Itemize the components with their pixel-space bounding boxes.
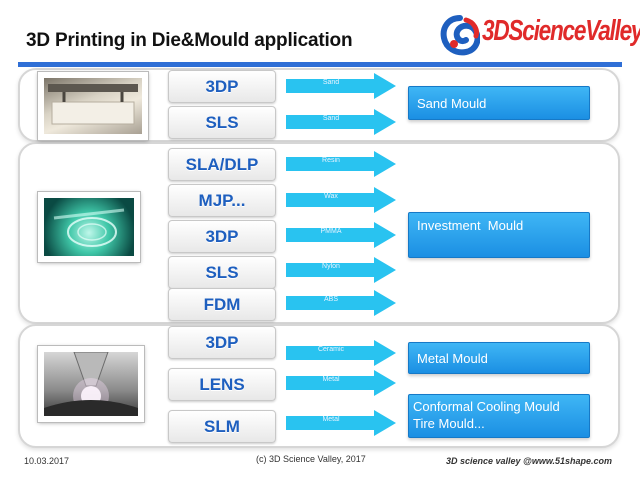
- right-arrow-icon: [286, 187, 396, 213]
- tech-3dp-sand[interactable]: 3DP: [168, 70, 276, 103]
- arrow-abs: ABS: [286, 290, 396, 316]
- footer-copyright: (c) 3D Science Valley, 2017: [256, 454, 366, 464]
- target-conformal-cooling-mould[interactable]: Conformal Cooling Mould Tire Mould...: [408, 394, 590, 438]
- arrow-wax: Wax: [286, 187, 396, 213]
- target-label: Investment Mould: [417, 218, 524, 233]
- arrow-metal-slm: Metal: [286, 410, 396, 436]
- right-arrow-icon: [286, 257, 396, 283]
- tech-fdm[interactable]: FDM: [168, 288, 276, 321]
- footer-date: 10.03.2017: [24, 456, 70, 466]
- material-label: Metal: [322, 416, 340, 423]
- material-label: Ceramic: [317, 346, 345, 353]
- target-label: Sand Mould: [417, 96, 487, 111]
- material-label: Resin: [322, 157, 340, 164]
- arrow-3dp-sand: Sand: [286, 73, 396, 99]
- material-label: Nylon: [322, 263, 340, 270]
- translucent-pattern-image-icon: [53, 208, 125, 247]
- arrow-sls-sand: Sand: [286, 109, 396, 135]
- arrow-pmma: PMMA: [286, 222, 396, 248]
- tech-lens[interactable]: LENS: [168, 368, 276, 401]
- right-arrow-icon: [286, 370, 396, 396]
- tech-slm[interactable]: SLM: [168, 410, 276, 443]
- right-arrow-icon: [286, 151, 396, 177]
- right-arrow-icon: [286, 109, 396, 135]
- right-arrow-icon: [286, 340, 396, 366]
- sand-printer-photo: [37, 71, 149, 141]
- arrow-ceramic: Ceramic: [286, 340, 396, 366]
- logo-wordmark: 3DScienceValley: [482, 15, 640, 47]
- arrow-metal-lens: Metal: [286, 370, 396, 396]
- logo: 3DScienceValley: [440, 12, 640, 60]
- target-label: Conformal Cooling Mould: [413, 399, 560, 414]
- tech-sla-dlp[interactable]: SLA/DLP: [168, 148, 276, 181]
- target-metal-mould[interactable]: Metal Mould: [408, 342, 590, 374]
- target-label: Metal Mould: [417, 351, 488, 366]
- arrow-nylon: Nylon: [286, 257, 396, 283]
- sand-printer-image-icon: [48, 84, 138, 125]
- right-arrow-icon: [286, 73, 396, 99]
- target-label-secondary: Tire Mould...: [413, 416, 485, 431]
- page-title: 3D Printing in Die&Mould application: [26, 30, 353, 51]
- laser-nozzle-image-icon: [44, 351, 138, 416]
- tech-3dp-ceramic[interactable]: 3DP: [168, 326, 276, 359]
- target-sand-mould[interactable]: Sand Mould: [408, 86, 590, 120]
- header-divider: [18, 62, 622, 67]
- material-label: Sand: [322, 115, 340, 122]
- investment-casting-photo: [37, 191, 141, 263]
- target-investment-mould[interactable]: Investment Mould: [408, 212, 590, 258]
- right-arrow-icon: [286, 410, 396, 436]
- metal-deposition-photo: [37, 345, 145, 423]
- footer-website: 3D science valley @www.51shape.com: [446, 456, 613, 466]
- material-label: Wax: [324, 193, 338, 200]
- tech-mjp[interactable]: MJP...: [168, 184, 276, 217]
- tech-sls-sand[interactable]: SLS: [168, 106, 276, 139]
- swirl-logo-icon: [440, 15, 480, 56]
- arrow-resin: Resin: [286, 151, 396, 177]
- material-label: Sand: [322, 79, 340, 86]
- material-label: ABS: [323, 296, 338, 303]
- tech-3dp-pmma[interactable]: 3DP: [168, 220, 276, 253]
- material-label: Metal: [322, 376, 340, 383]
- tech-sls-nylon[interactable]: SLS: [168, 256, 276, 289]
- right-arrow-icon: [286, 222, 396, 248]
- material-label: PMMA: [320, 228, 342, 235]
- right-arrow-icon: [286, 290, 396, 316]
